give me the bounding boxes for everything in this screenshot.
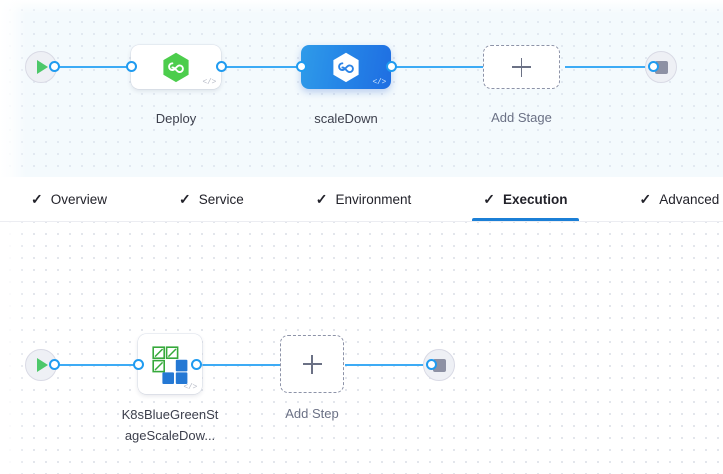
step-node-k8s-bluegreen-scaledown[interactable]: </> <box>138 334 202 394</box>
tab-label: Execution <box>503 191 568 207</box>
tab-execution[interactable]: ✓ Execution <box>469 177 581 221</box>
play-icon <box>37 60 48 74</box>
tab-label: Overview <box>50 191 107 207</box>
stage-label-deploy: Deploy <box>155 111 197 126</box>
step-port-k8s-in[interactable] <box>133 359 144 370</box>
stage-graph-canvas[interactable]: </> Deploy </> scaleDown Add Stage <box>0 0 723 177</box>
step-label-k8s-bluegreen-scaledown: K8sBlueGreenSt ageScaleDow... <box>108 404 232 446</box>
step-label-line1: K8sBlueGreenSt <box>121 407 219 422</box>
canvas-left-fade <box>0 222 26 474</box>
stage-link-addstage-end <box>565 66 653 68</box>
harness-hexagon-green-icon <box>162 52 190 83</box>
step-port-end-in[interactable] <box>426 359 437 370</box>
tab-label: Advanced <box>659 191 720 207</box>
step-code-badge[interactable]: </> <box>183 383 197 392</box>
add-step-label: Add Step <box>285 406 339 421</box>
tab-label: Service <box>198 191 244 207</box>
step-port-start-out[interactable] <box>49 359 60 370</box>
step-link-start-k8s <box>52 364 138 366</box>
add-stage-label: Add Stage <box>491 110 552 125</box>
stage-port-deploy-in[interactable] <box>126 61 137 72</box>
add-stage-button[interactable] <box>483 45 560 89</box>
stage-config-tabbar: ✓ Overview ✓ Service ✓ Environment ✓ Exe… <box>0 177 723 222</box>
step-label-line2: ageScaleDow... <box>124 428 216 443</box>
stage-code-badge[interactable]: </> <box>372 78 386 87</box>
canvas-top-fade <box>0 0 723 14</box>
tab-advanced[interactable]: ✓ Advanced <box>626 177 723 221</box>
play-icon <box>37 358 48 372</box>
step-link-k8s-addstep <box>197 364 280 366</box>
stage-link-deploy-scale <box>224 66 310 68</box>
stage-port-scaledown-in[interactable] <box>296 61 307 72</box>
check-icon: ✓ <box>483 191 496 207</box>
plus-icon <box>302 354 322 374</box>
check-icon: ✓ <box>31 191 43 207</box>
stage-port-start-out[interactable] <box>49 61 60 72</box>
plus-icon <box>512 57 531 77</box>
stage-port-scaledown-out[interactable] <box>386 61 397 72</box>
stage-node-deploy[interactable]: </> <box>131 45 221 89</box>
stage-label-scaledown: scaleDown <box>314 111 378 126</box>
check-icon: ✓ <box>639 191 652 207</box>
stage-port-deploy-out[interactable] <box>216 61 227 72</box>
tab-environment[interactable]: ✓ Environment <box>302 177 426 221</box>
stage-link-start-deploy <box>52 66 148 68</box>
execution-graph-canvas[interactable]: </> K8sBlueGreenSt ageScaleDow... Add St… <box>0 222 723 474</box>
tab-label: Environment <box>335 191 412 207</box>
tab-service[interactable]: ✓ Service <box>165 177 258 221</box>
step-link-addstep-end <box>345 364 431 366</box>
add-step-button[interactable] <box>280 335 344 393</box>
step-port-k8s-out[interactable] <box>191 359 202 370</box>
k8s-blue-green-icon <box>150 344 190 384</box>
check-icon: ✓ <box>179 191 191 207</box>
harness-hexagon-white-icon <box>332 52 360 83</box>
check-icon: ✓ <box>315 191 328 207</box>
tab-overview[interactable]: ✓ Overview <box>17 177 121 221</box>
stage-node-scaledown[interactable]: </> <box>301 45 391 89</box>
canvas-left-fade <box>0 0 26 177</box>
stage-code-badge[interactable]: </> <box>202 78 216 87</box>
stage-port-end-in[interactable] <box>648 61 659 72</box>
stage-link-scale-addstage <box>390 66 492 68</box>
